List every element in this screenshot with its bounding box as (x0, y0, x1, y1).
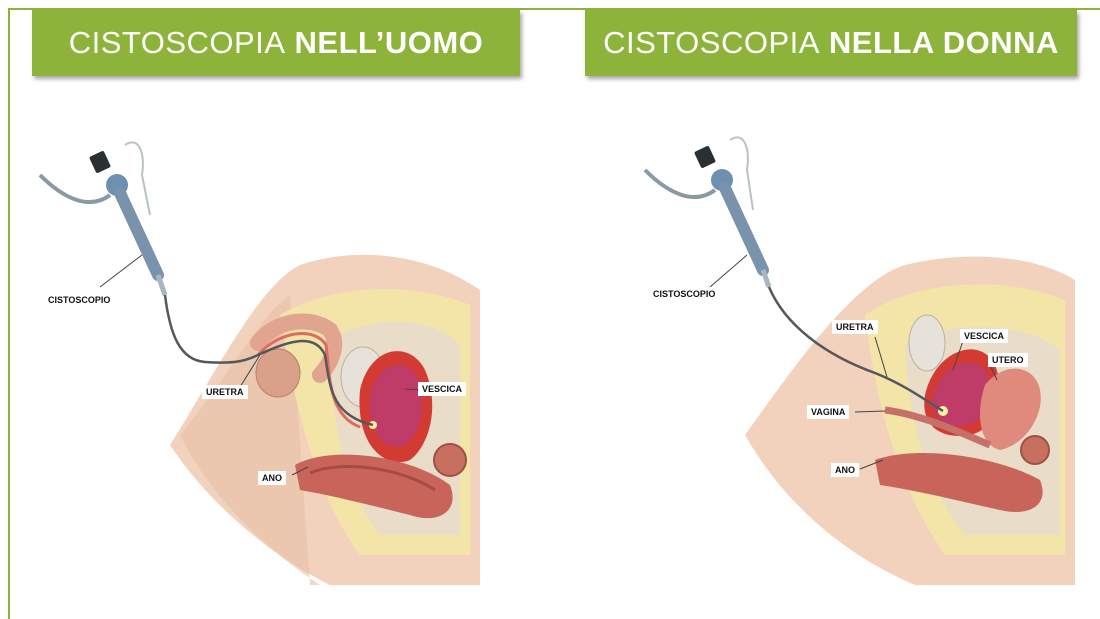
male-scope-cable (40, 175, 110, 202)
male-leader-cistoscopio (100, 255, 142, 287)
female-scope-eyepiece (694, 145, 716, 168)
male-label-uretra: URETRA (202, 385, 248, 399)
female-intestine-loop (1021, 436, 1049, 464)
male-intestine-loop (434, 444, 466, 476)
frame-left-border (8, 8, 10, 619)
female-scope-cable (645, 170, 715, 197)
male-illustration: CISTOSCOPIO URETRA VESCICA ANO (30, 115, 480, 585)
header-male-light: CISTOSCOPIA (69, 25, 286, 61)
male-scrotum (256, 349, 300, 397)
female-pubic-bone (909, 315, 945, 371)
female-label-vescica: VESCICA (960, 329, 1008, 343)
female-label-ano: ANO (831, 463, 859, 477)
female-label-uretra: URETRA (832, 320, 878, 334)
header-female-light: CISTOSCOPIA (603, 25, 820, 61)
female-label-vagina: VAGINA (807, 405, 849, 419)
male-label-vescica: VESCICA (418, 382, 466, 396)
female-leader-cistoscopio (710, 255, 747, 287)
female-label-utero: UTERO (988, 353, 1028, 367)
header-male: CISTOSCOPIA NELL’UOMO (32, 10, 520, 76)
male-label-ano: ANO (258, 471, 286, 485)
female-anatomy-svg (635, 115, 1085, 585)
header-female-bold: NELLA DONNA (829, 25, 1059, 61)
male-label-cistoscopio: CISTOSCOPIO (44, 293, 114, 307)
male-scope-shaft (120, 193, 158, 275)
header-female: CISTOSCOPIA NELLA DONNA (585, 10, 1077, 76)
female-illustration: CISTOSCOPIO URETRA VESCICA UTERO VAGINA … (635, 115, 1085, 585)
female-label-cistoscopio: CISTOSCOPIO (649, 287, 719, 301)
header-male-bold: NELL’UOMO (295, 25, 484, 61)
male-scope-sheath (158, 275, 165, 295)
male-scope-eyepiece (89, 150, 111, 173)
male-anatomy-svg (30, 115, 480, 585)
